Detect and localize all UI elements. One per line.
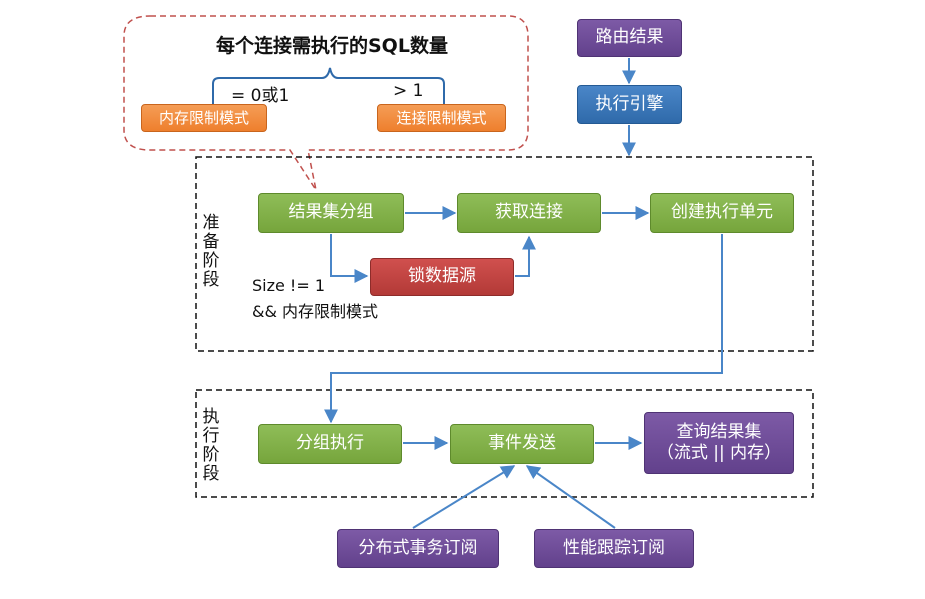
query-result-line1: 查询结果集 — [676, 421, 762, 442]
arrow-dtx-to-dispatch — [412, 465, 516, 529]
arrow-unit-to-execute — [324, 234, 723, 424]
query-result-line2: （流式 || 内存） — [656, 443, 782, 463]
connection-limit-mode-box: 连接限制模式 — [377, 104, 506, 132]
route-result-box: 路由结果 — [577, 19, 682, 57]
bubble-title: 每个连接需执行的SQL数量 — [216, 35, 448, 57]
query-result-box: 查询结果集 （流式 || 内存） — [644, 412, 794, 474]
prepare-stage-frame — [195, 156, 814, 352]
arrow-group-to-lock — [330, 234, 369, 283]
execute-stage-label: 执行阶段 — [202, 407, 220, 484]
get-connection-box: 获取连接 — [457, 193, 601, 233]
perf-trace-subscribe-box: 性能跟踪订阅 — [534, 529, 694, 568]
execution-engine-box: 执行引擎 — [577, 85, 682, 124]
bubble-brace — [212, 67, 445, 104]
arrow-lock-to-connection — [515, 235, 536, 277]
memory-limit-mode-box: 内存限制模式 — [141, 104, 267, 132]
group-results-box: 结果集分组 — [258, 193, 404, 233]
lock-datasource-box: 锁数据源 — [370, 258, 514, 296]
create-exec-unit-box: 创建执行单元 — [650, 193, 794, 233]
lock-condition-line1: Size != 1 — [252, 276, 326, 295]
group-execute-box: 分组执行 — [258, 424, 402, 464]
execute-stage-frame — [195, 389, 814, 498]
prepare-stage-label: 准备阶段 — [202, 213, 220, 290]
bubble-right-condition: > 1 — [393, 81, 424, 101]
distributed-tx-subscribe-box: 分布式事务订阅 — [337, 529, 499, 568]
bubble-left-condition: = 0或1 — [231, 86, 290, 106]
arrow-perf-to-dispatch — [525, 465, 616, 529]
event-dispatch-box: 事件发送 — [450, 424, 594, 464]
bubble-outline — [123, 15, 529, 191]
lock-condition-line2: && 内存限制模式 — [252, 302, 379, 321]
